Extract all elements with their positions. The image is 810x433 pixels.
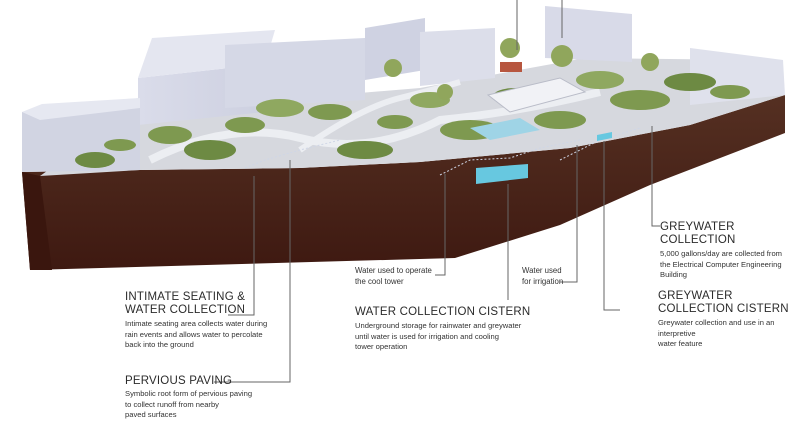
label-cistern-title: WATER COLLECTION CISTERN bbox=[355, 306, 531, 318]
label-greywater-collection-desc-2: the Electrical Computer Engineering bbox=[660, 259, 782, 269]
water-feature bbox=[470, 118, 540, 140]
label-pervious-paving-desc-1: Symbolic root form of pervious paving bbox=[125, 389, 253, 398]
leader-cool-tower bbox=[435, 174, 446, 276]
label-cool-tower-1: Water used to operate bbox=[355, 266, 432, 275]
label-cool-tower: Water used to operate the cool tower bbox=[355, 266, 445, 287]
water-collection-cistern bbox=[476, 164, 528, 184]
building-center bbox=[365, 18, 425, 80]
label-intimate-seating-desc-3: back into the ground bbox=[125, 340, 194, 349]
label-irrigation-1: Water used bbox=[522, 266, 562, 275]
label-water-collection-cistern: WATER COLLECTION CISTERN Underground sto… bbox=[355, 306, 540, 353]
building-front-left-face bbox=[22, 98, 140, 120]
label-cistern-desc-3: tower operation bbox=[355, 342, 408, 351]
label-pervious-paving-desc-2: to collect runoff from nearby bbox=[125, 399, 219, 409]
label-irrigation: Water used for irrigation bbox=[522, 266, 582, 287]
label-irrigation-2: for irrigation bbox=[522, 276, 564, 286]
label-greywater-cistern: GREYWATER COLLECTION CISTERN Greywater c… bbox=[658, 290, 808, 350]
label-pervious-paving-desc-3: paved surfaces bbox=[125, 410, 177, 419]
label-intimate-seating: INTIMATE SEATING & WATER COLLECTION Inti… bbox=[125, 291, 285, 351]
label-greywater-collection-desc-3: Building bbox=[660, 270, 688, 279]
leader-irrigation bbox=[560, 145, 578, 283]
label-pervious-paving-title: PERVIOUS PAVING bbox=[125, 375, 233, 387]
label-greywater-collection-title: GREYWATER COLLECTION bbox=[660, 221, 736, 246]
label-intimate-seating-desc-1: Intimate seating area collects water dur… bbox=[125, 319, 268, 328]
leader-greywater-cistern bbox=[603, 141, 620, 311]
leader-pervious-paving bbox=[214, 160, 291, 383]
label-intimate-seating-title-1: INTIMATE SEATING & bbox=[125, 291, 246, 303]
leader-greywater-collection bbox=[651, 126, 660, 227]
label-greywater-cistern-desc-2: water feature bbox=[658, 339, 703, 348]
label-greywater-cistern-title-2: COLLECTION CISTERN bbox=[658, 303, 789, 315]
soil-shadow-edge bbox=[22, 172, 52, 270]
label-greywater-cistern-title-1: GREYWATER bbox=[658, 290, 733, 302]
label-pervious-paving: PERVIOUS PAVING Symbolic root form of pe… bbox=[125, 375, 285, 421]
label-greywater-cistern-desc-1: Greywater collection and use in an inter… bbox=[658, 318, 775, 338]
cool-tower-structure bbox=[486, 77, 587, 113]
trees bbox=[384, 38, 659, 100]
leader-intimate-seating bbox=[228, 176, 255, 316]
label-greywater-collection-desc-1: 5,000 gallons/day are collected from bbox=[660, 249, 782, 258]
label-greywater-collection: GREYWATER COLLECTION 5,000 gallons/day a… bbox=[660, 221, 805, 281]
label-cistern-desc-1: Underground storage for rainwater and gr… bbox=[355, 321, 522, 330]
label-intimate-seating-desc-2: rain events and allows water to percolat… bbox=[125, 329, 263, 339]
underground-pipe-center bbox=[439, 139, 581, 176]
leader-lines bbox=[214, 0, 660, 383]
label-cistern-desc-2: until water is used for irrigation and c… bbox=[355, 331, 499, 341]
building-center-left bbox=[225, 38, 365, 108]
red-pavilion bbox=[500, 62, 522, 72]
building-center-right bbox=[420, 28, 495, 86]
soil-section bbox=[22, 95, 785, 270]
label-intimate-seating-title-2: WATER COLLECTION bbox=[125, 304, 246, 316]
greywater-collection-cistern bbox=[597, 132, 612, 141]
label-cool-tower-2: the cool tower bbox=[355, 276, 404, 286]
